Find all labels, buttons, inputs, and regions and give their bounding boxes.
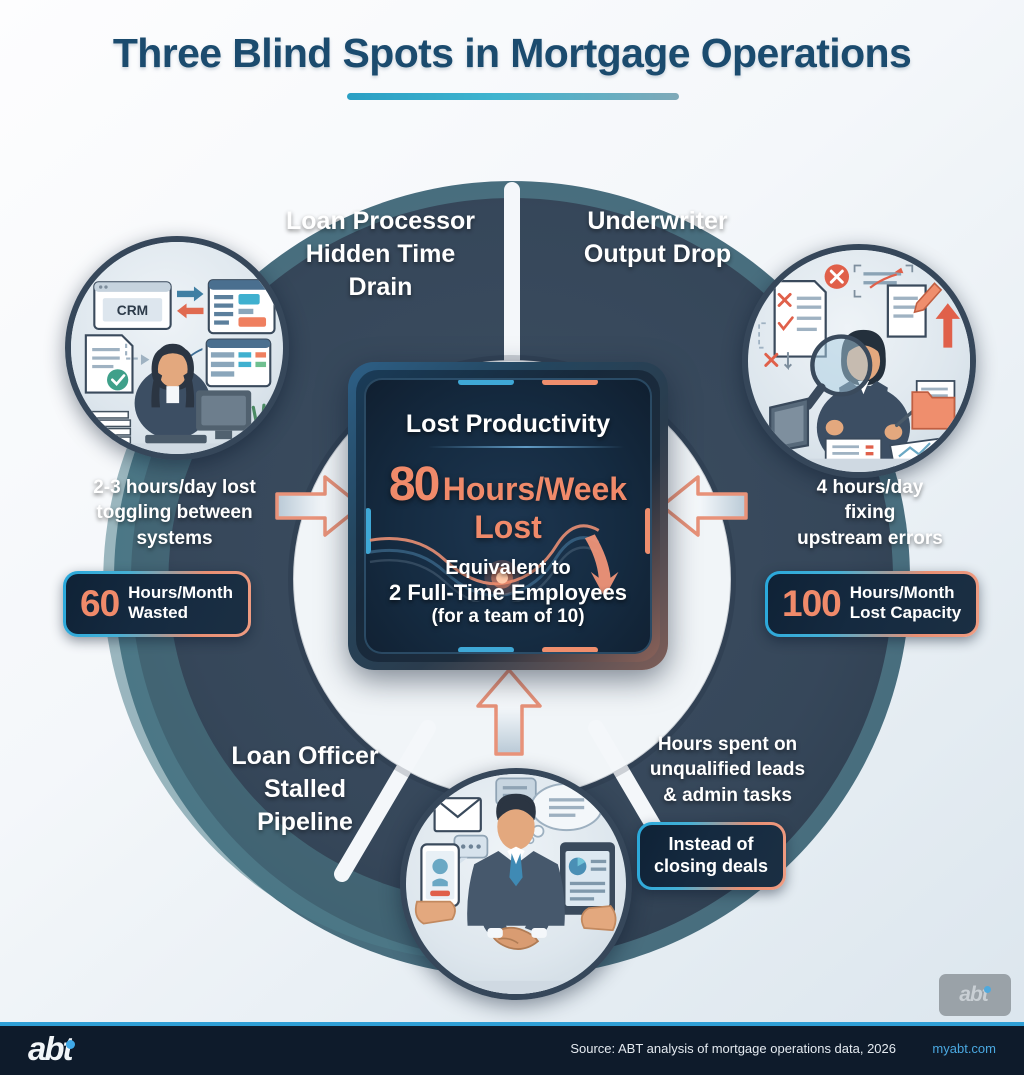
heading-line: Hidden Time: [305, 240, 456, 268]
body-line: 4 hours/day: [816, 477, 924, 498]
notch-right-orange: [645, 508, 650, 554]
stat-label: Hours/Month Lost Capacity: [850, 583, 961, 624]
stat-badge-inner: 100 Hours/Month Lost Capacity: [768, 574, 977, 634]
center-subtext-line: Equivalent to: [445, 557, 571, 579]
watermark-dot-icon: [983, 985, 991, 993]
page-title: Three Blind Spots in Mortgage Operations: [112, 30, 912, 76]
center-stat-unit: Hours/Week: [442, 471, 628, 507]
body-line: 2-3 hours/day lost: [93, 477, 256, 498]
notch-left-blue: [366, 508, 371, 554]
body-line: systems: [136, 527, 213, 549]
body-line: Hours spent on: [657, 734, 798, 755]
center-subtext: Equivalent to 2 Full-Time Employees (for…: [366, 557, 650, 628]
notch-top-orange: [542, 380, 598, 385]
heading-line: Stalled: [264, 775, 346, 803]
section-heading-loan-processor: Loan Processor Hidden Time Drain: [243, 205, 518, 304]
arrow-up-icon: [476, 668, 542, 756]
notch-bottom-blue: [458, 647, 514, 652]
title-underline: [347, 93, 679, 100]
heading-line: Underwriter: [587, 207, 728, 235]
center-subtext-line: (for a team of 10): [431, 606, 585, 627]
center-panel-divider: [428, 446, 624, 448]
panel-inner: Lost Productivity 80 Hours/Week Lost Equ…: [364, 378, 652, 654]
center-subtext-line: 2 Full-Time Employees: [388, 580, 627, 605]
center-panel-label: Lost Productivity: [405, 410, 611, 438]
watermark-logo: abt: [939, 974, 1011, 1016]
body-line: fixing: [844, 502, 896, 524]
section-body-loan-officer: Hours spent on unqualified leads & admin…: [620, 732, 835, 808]
stat-number: 60: [80, 582, 120, 624]
section-body-underwriter: 4 hours/day fixing upstream errors: [770, 475, 970, 551]
stat-badge-inner: 60 Hours/Month Wasted: [66, 574, 248, 634]
footer-source-text: Source: ABT analysis of mortgage operati…: [570, 1041, 896, 1056]
center-stat-panel: Lost Productivity 80 Hours/Week Lost Equ…: [348, 362, 668, 670]
heading-line: Loan Officer: [231, 742, 379, 770]
watermark-text: abt: [959, 983, 988, 1006]
footer-logo-text: abt: [28, 1030, 73, 1067]
heading-line: Drain: [348, 273, 413, 301]
loan-officer-artwork: [406, 777, 626, 994]
stat-badge-underwriter: 100 Hours/Month Lost Capacity: [765, 571, 980, 637]
underwriter-illustration: [742, 244, 976, 478]
footer-accent-rule: [0, 1022, 1024, 1026]
footer-logo-dot-icon: [65, 1040, 75, 1049]
center-stat-number: 80: [388, 458, 440, 511]
stat-badge-inner: Instead of closing deals: [640, 825, 784, 888]
body-line: upstream errors: [797, 527, 943, 549]
notch-bottom-orange: [542, 647, 598, 652]
section-heading-underwriter: Underwriter Output Drop: [530, 205, 785, 271]
stat-badge-loan-officer: Instead of closing deals: [637, 822, 787, 891]
crm-window-label: CRM: [117, 303, 148, 318]
stat-number: 100: [782, 582, 842, 624]
loan-officer-illustration: [400, 768, 632, 1000]
stat-label: Instead of closing deals: [654, 834, 768, 877]
notch-top-blue: [458, 380, 514, 385]
arrow-left-icon: [660, 475, 748, 537]
footer-website-link[interactable]: myabt.com: [932, 1041, 996, 1056]
loan-processor-illustration: CRM: [65, 236, 289, 460]
heading-line: Pipeline: [257, 808, 353, 836]
heading-line: Output Drop: [583, 240, 732, 268]
stat-badge-loan-processor: 60 Hours/Month Wasted: [63, 571, 251, 637]
loan-processor-artwork: CRM: [71, 279, 283, 454]
stat-label: Hours/Month Wasted: [128, 583, 233, 624]
underwriter-artwork: [748, 264, 970, 472]
section-heading-loan-officer: Loan Officer Stalled Pipeline: [175, 740, 435, 839]
section-body-loan-processor: 2-3 hours/day lost toggling between syst…: [72, 475, 277, 551]
stat-label-line: closing deals: [654, 855, 769, 876]
arrow-right-icon: [275, 475, 363, 537]
body-line: unqualified leads: [649, 759, 806, 781]
stat-label-line: Wasted: [128, 603, 188, 623]
heading-line: Loan Processor: [286, 207, 475, 235]
stat-label-line: Hours/Month: [128, 583, 233, 602]
footer-logo: abt: [28, 1030, 75, 1068]
stat-label-line: Hours/Month: [849, 583, 955, 602]
footer-bar: abt Source: ABT analysis of mortgage ope…: [0, 1022, 1024, 1075]
stat-label-line: Lost Capacity: [849, 603, 962, 623]
stat-label-line: Instead of: [668, 834, 754, 854]
body-line: & admin tasks: [663, 784, 792, 806]
wave-graphic: [369, 524, 619, 602]
center-headline-stat: 80 Hours/Week Lost: [366, 458, 650, 545]
body-line: toggling between: [96, 502, 253, 524]
center-stat-unit2: Lost: [474, 508, 542, 545]
